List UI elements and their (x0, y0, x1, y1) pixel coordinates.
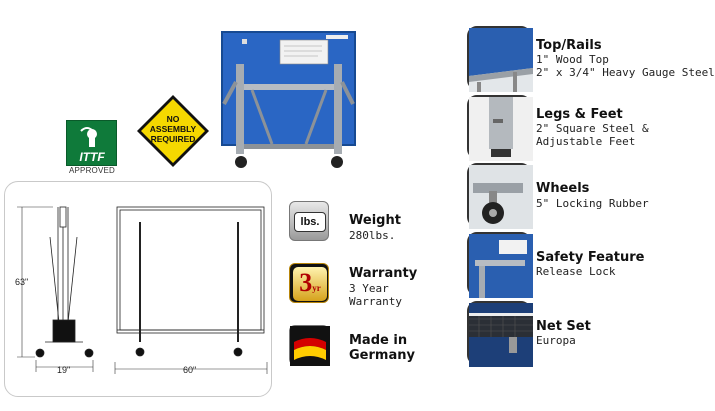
side-view-drawing (35, 206, 94, 358)
dimension-diagram-panel: 63" 19" 60" (4, 181, 272, 397)
safety-feature-line-1: Release Lock (536, 265, 616, 278)
warranty-icon: 3yr (289, 263, 329, 303)
no-assembly-required-sign: NO ASSEMBLY REQUIRED (135, 93, 211, 169)
germany-flag-icon (289, 325, 330, 366)
net-set-line-1: Europa (536, 334, 576, 347)
ittf-approved-caption: APPROVED (68, 166, 116, 175)
weight-title: Weight (349, 213, 401, 228)
top-rails-line-1: 1" Wood Top (536, 53, 609, 66)
top-rails-line-2: 2" x 3/4" Heavy Gauge Steel (536, 66, 715, 79)
weight-icon: lbs. (289, 201, 329, 241)
wheels-title: Wheels (536, 181, 590, 196)
legs-feet-line-2: Adjustable Feet (536, 135, 636, 148)
net-set-title: Net Set (536, 319, 591, 334)
warranty-icon-suffix: yr (312, 283, 321, 293)
no-assembly-line-2: ASSEMBLY (150, 124, 197, 134)
no-assembly-line-1: NO (167, 114, 180, 124)
weight-value: 280lbs. (349, 229, 396, 242)
ittf-logo-text: ITTF (79, 150, 105, 164)
safety-feature-title: Safety Feature (536, 250, 645, 265)
legs-feet-line-1: 2" Square Steel & (536, 122, 649, 135)
ittf-logo: ITTF (66, 120, 117, 166)
legs-feet-thumbnail (467, 95, 533, 161)
safety-feature-thumbnail (467, 232, 533, 298)
legs-feet-title: Legs & Feet (536, 107, 623, 122)
front-view-drawing (116, 206, 265, 357)
weight-icon-text: lbs. (294, 212, 326, 232)
warranty-line-2: Warranty (349, 295, 402, 308)
warranty-icon-number: 3 (299, 268, 313, 297)
top-rails-title: Top/Rails (536, 38, 602, 53)
depth-dimension-label: 19" (57, 365, 70, 375)
folded-table-photo (221, 31, 356, 170)
made-in-line-2: Germany (349, 348, 415, 363)
wheels-thumbnail (467, 163, 533, 229)
height-dimension-label: 63" (15, 277, 28, 287)
top-rails-thumbnail (467, 26, 533, 92)
no-assembly-line-3: REQUIRED (151, 134, 196, 144)
width-dimension-label: 60" (183, 365, 196, 375)
made-in-line-1: Made in (349, 333, 408, 348)
warranty-line-1: 3 Year (349, 282, 389, 295)
net-set-thumbnail (467, 301, 533, 367)
wheels-line-1: 5" Locking Rubber (536, 197, 649, 210)
warranty-title: Warranty (349, 266, 418, 281)
